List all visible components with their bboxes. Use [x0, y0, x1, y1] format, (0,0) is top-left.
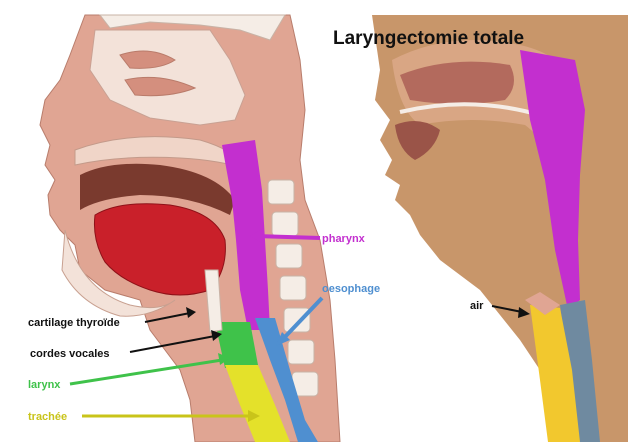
vertebra: [272, 212, 298, 236]
pharynx-label: pharynx: [322, 233, 366, 245]
diagram-title: Laryngectomie totale: [333, 28, 524, 49]
vertebra: [276, 244, 302, 268]
vertebra: [288, 340, 314, 364]
oesophage-label: oesophage: [322, 283, 380, 295]
trachee-label: trachée: [28, 411, 67, 423]
vertebra: [268, 180, 294, 204]
laryngectomy-panel: [372, 15, 628, 442]
vertebra: [284, 308, 310, 332]
pharynx-arrow: [255, 236, 320, 238]
larynx-label: larynx: [28, 379, 61, 391]
vertebra: [280, 276, 306, 300]
cartilage-label: cartilage thyroïde: [28, 317, 120, 329]
air-label: air: [470, 300, 484, 312]
normal-anatomy-panel: [40, 15, 340, 442]
cordes-label: cordes vocales: [30, 348, 110, 360]
